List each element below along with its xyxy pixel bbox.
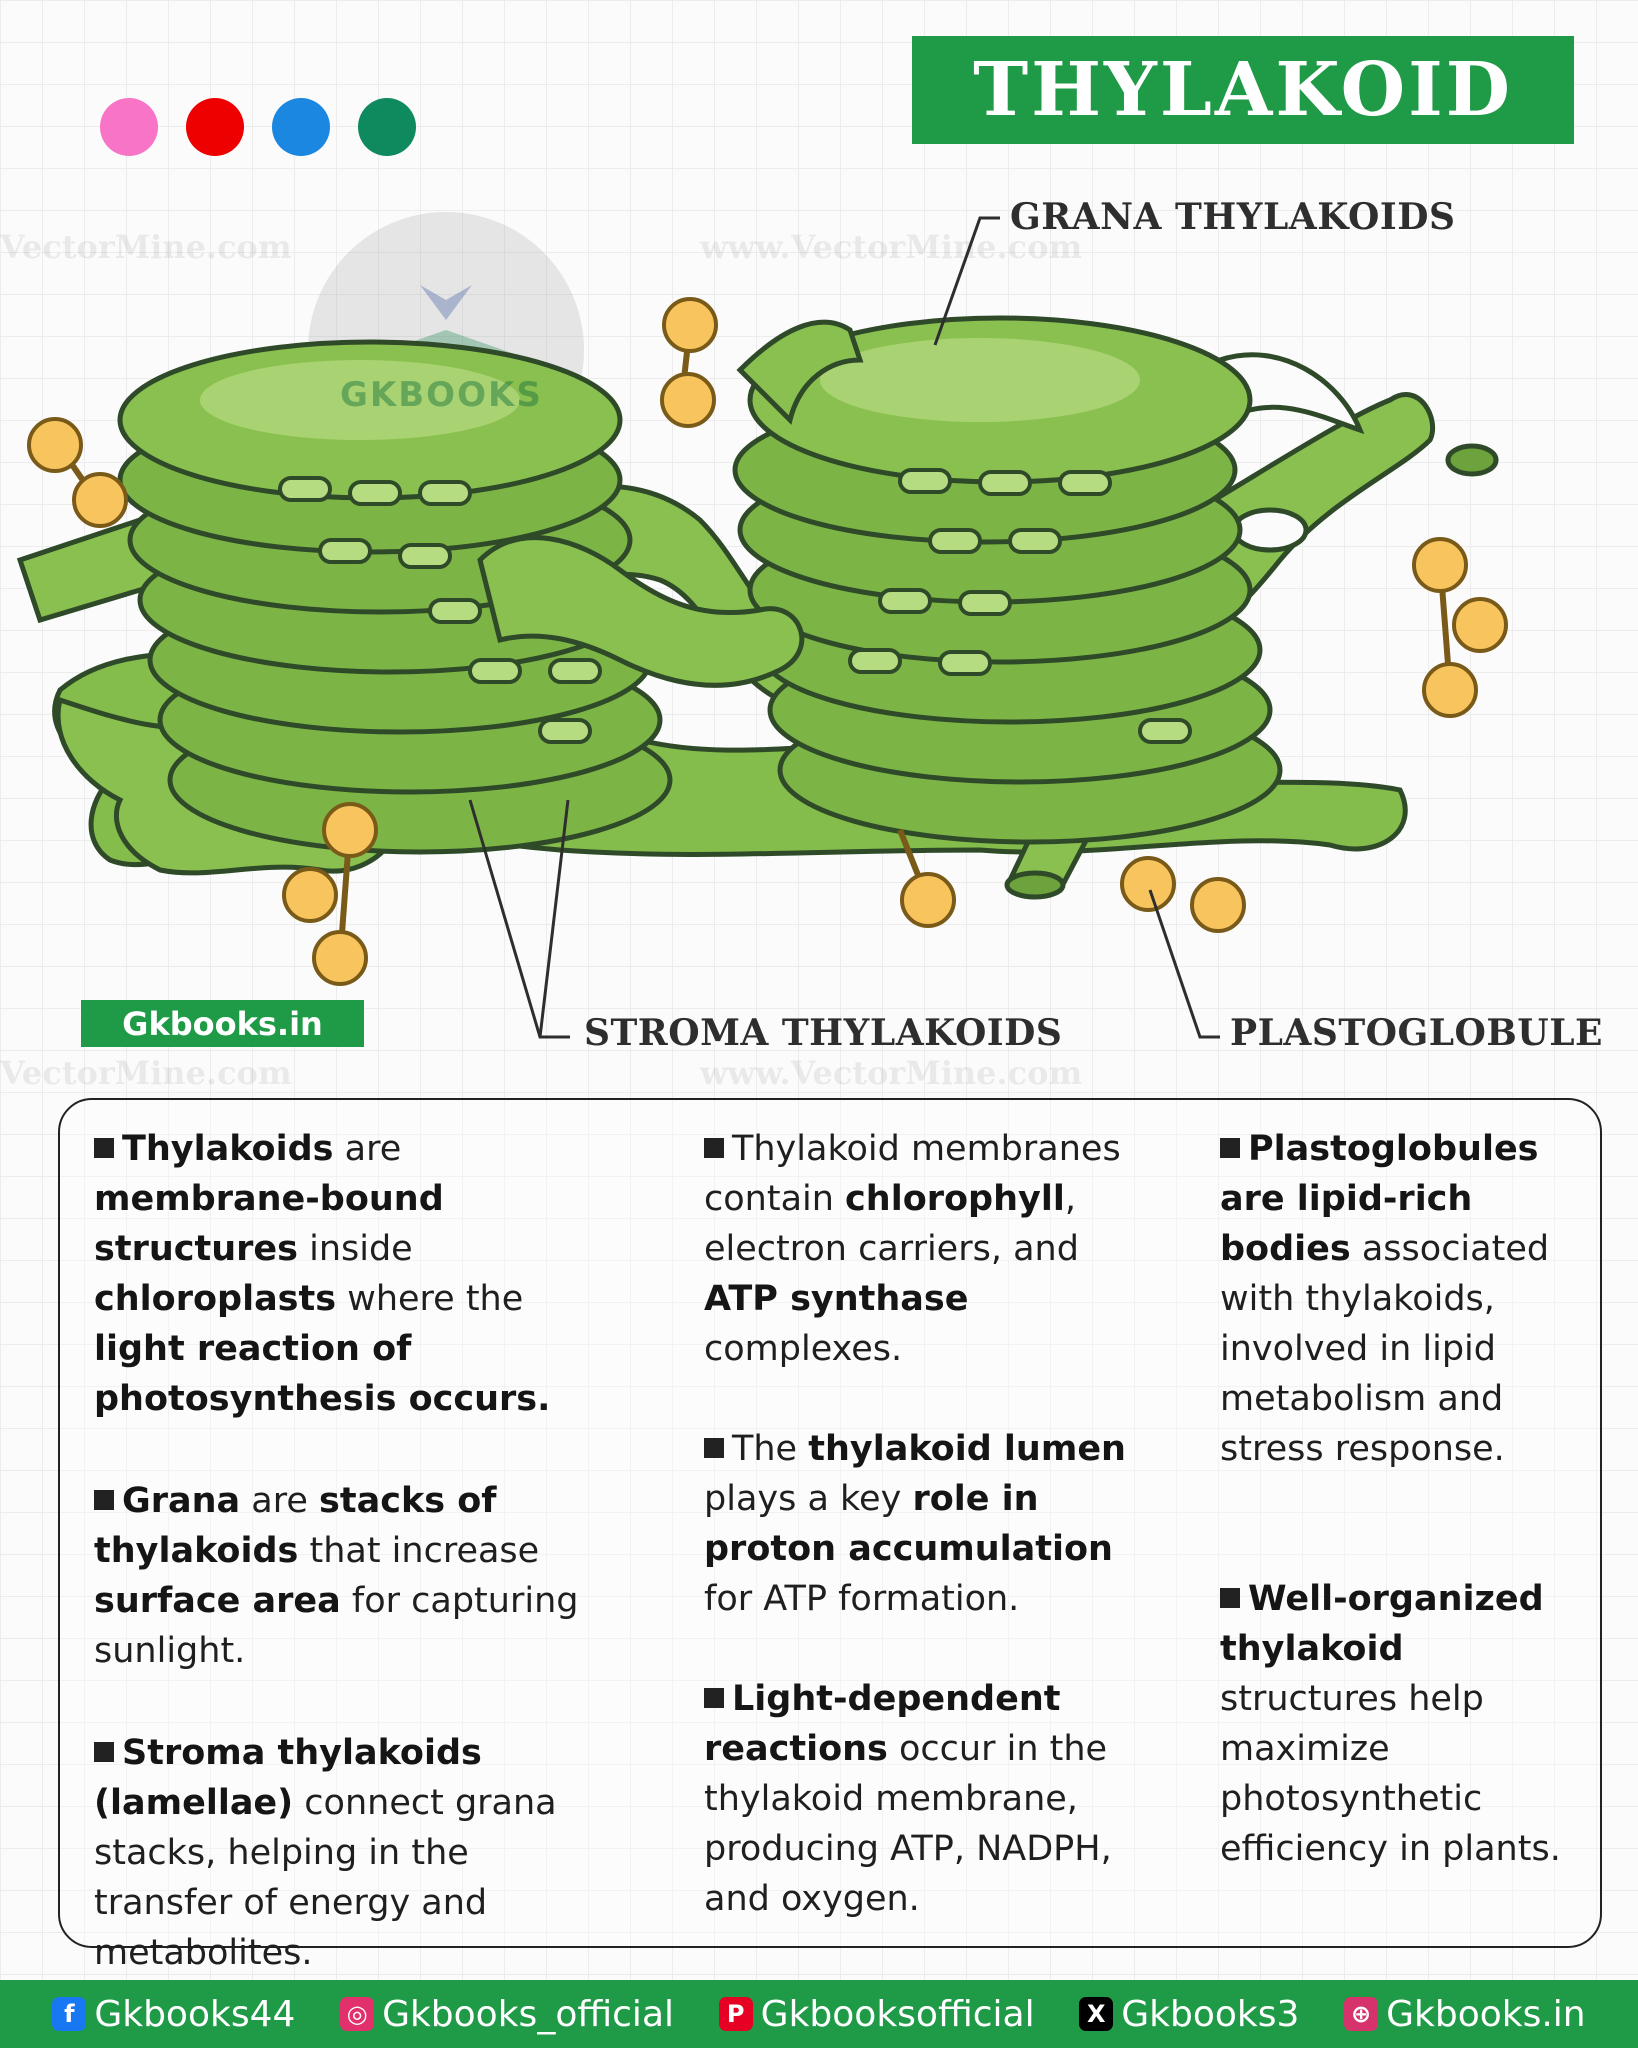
bold-text: ATP synthase — [704, 1279, 969, 1319]
stroma-thylakoids-label: STROMA THYLAKOIDS — [584, 1012, 1063, 1054]
bullet-square-icon — [94, 1742, 114, 1762]
social-label: Gkbooks.in — [1386, 1993, 1586, 2035]
text: that increase — [298, 1531, 540, 1571]
bold-text: chlorophyll — [845, 1179, 1065, 1219]
color-dots — [100, 98, 416, 156]
info-paragraph: Grana are stacks of thylakoids that incr… — [94, 1476, 614, 1676]
text: where the — [336, 1279, 524, 1319]
thylakoid-diagram — [16, 212, 1508, 1039]
info-column-2: Thylakoid membranes contain chlorophyll,… — [704, 1124, 1144, 1924]
text: The — [732, 1429, 809, 1469]
watermark: www.VectorMine.com — [700, 228, 1083, 266]
plastoglobules — [27, 297, 1508, 986]
red-dot — [186, 98, 244, 156]
bullet-square-icon — [704, 1438, 724, 1458]
watermark: VectorMine.com — [0, 228, 292, 266]
leader-lines — [468, 216, 1220, 1039]
bold-text: membrane-bound structures — [94, 1179, 444, 1269]
social-link-gkbooks-official[interactable]: ◎Gkbooks_official — [340, 1994, 674, 2035]
pink-dot — [100, 98, 158, 156]
plastoglobule-label: PLASTOGLOBULE — [1230, 1012, 1603, 1054]
text: connect grana stacks, helping in the tra… — [94, 1783, 557, 1973]
info-column-3: Plastoglobules are lipid-rich bodies ass… — [1220, 1124, 1580, 1874]
grana-stack-right — [732, 315, 1283, 845]
bold-text: Plastoglobules are lipid-rich bodies — [1220, 1129, 1539, 1269]
instagram-icon: ◎ — [340, 1997, 375, 2031]
social-label: Gkbooks3 — [1121, 1993, 1300, 2035]
bold-text: Well-organized thylakoid — [1220, 1579, 1544, 1669]
stroma-top-branch — [736, 319, 864, 425]
bold-text: Stroma thylakoids (lamellae) — [94, 1733, 482, 1823]
globe-icon: ⊕ — [1344, 1997, 1379, 2031]
bold-text: light reaction of photosynthesis occurs. — [94, 1329, 551, 1419]
bullet-square-icon — [704, 1138, 724, 1158]
bold-text: thylakoid lumen — [808, 1429, 1126, 1469]
bold-text: chloroplasts — [94, 1279, 337, 1319]
info-paragraph: The thylakoid lumen plays a key role in … — [704, 1424, 1144, 1624]
bold-text: surface area — [94, 1581, 341, 1621]
stroma-front-arm — [477, 535, 805, 688]
watermark: VectorMine.com — [0, 1054, 292, 1092]
text: associated with thylakoids, involved in … — [1220, 1229, 1550, 1469]
bold-text: Light-dependent reactions — [704, 1679, 1061, 1769]
bullet-square-icon — [94, 1138, 114, 1158]
grana-stack-left — [117, 339, 673, 855]
social-label: Gkbooks44 — [94, 1993, 296, 2035]
text: for capturing sunlight. — [94, 1581, 579, 1671]
bold-text: Thylakoids — [122, 1129, 334, 1169]
text: for ATP formation. — [704, 1579, 1020, 1619]
watermark: www.VectorMine.com — [700, 1054, 1083, 1092]
bullet-square-icon — [704, 1688, 724, 1708]
info-paragraph: Light-dependent reactions occur in the t… — [704, 1674, 1144, 1924]
bold-text: role in proton accumulation — [704, 1479, 1113, 1569]
info-paragraph: Thylakoid membranes contain chlorophyll,… — [704, 1124, 1144, 1374]
info-paragraph: Plastoglobules are lipid-rich bodies ass… — [1220, 1124, 1580, 1474]
gkbooks-logo-text: GKBOOKS — [340, 375, 543, 415]
bullet-square-icon — [1220, 1588, 1240, 1608]
social-label: Gkbooks_official — [382, 1993, 674, 2035]
green-dot — [358, 98, 416, 156]
text: are — [333, 1129, 402, 1169]
bullet-square-icon — [1220, 1138, 1240, 1158]
bold-text: Grana — [122, 1481, 241, 1521]
text: structures help maximize photosynthetic … — [1220, 1679, 1561, 1869]
social-link-gkbooks-in[interactable]: ⊕Gkbooks.in — [1344, 1994, 1586, 2035]
text: occur in the thylakoid membrane, produci… — [704, 1729, 1112, 1919]
social-label: Gkbooksofficial — [760, 1993, 1035, 2035]
info-box: Thylakoids are membrane-bound structures… — [58, 1098, 1602, 1973]
grana-thylakoids-label: GRANA THYLAKOIDS — [1010, 196, 1456, 238]
text: are — [240, 1481, 320, 1521]
site-badge: Gkbooks.in — [81, 1000, 364, 1047]
facebook-icon: f — [52, 1997, 87, 2031]
text: , electron carriers, and — [704, 1179, 1079, 1269]
info-column-1: Thylakoids are membrane-bound structures… — [94, 1124, 614, 1978]
text: Thylakoid membranes contain — [704, 1129, 1121, 1219]
bullet-square-icon — [94, 1490, 114, 1510]
info-paragraph: Stroma thylakoids (lamellae) connect gra… — [94, 1728, 614, 1978]
text: inside — [297, 1229, 413, 1269]
text: plays a key — [704, 1479, 913, 1519]
blue-dot — [272, 98, 330, 156]
info-paragraph: Thylakoids are membrane-bound structures… — [94, 1124, 614, 1424]
bold-text: stacks of thylakoids — [94, 1481, 497, 1571]
text: complexes. — [704, 1329, 903, 1369]
pinterest-icon: P — [718, 1997, 753, 2031]
info-paragraph: Well-organized thylakoid structures help… — [1220, 1574, 1580, 1874]
page-title: THYLAKOID — [912, 36, 1574, 144]
x-icon: X — [1079, 1997, 1114, 2031]
